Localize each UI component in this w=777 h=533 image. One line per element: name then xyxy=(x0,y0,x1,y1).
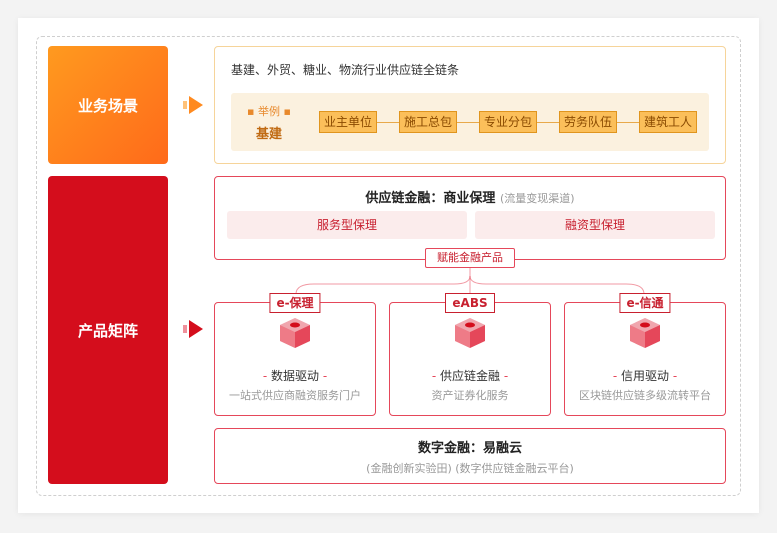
product-name: - 供应链金融 - xyxy=(431,369,509,383)
factoring-box: 供应链金融：商业保理 (流量变现渠道) 服务型保理 融资型保理 xyxy=(214,176,726,260)
product-matrix-label: 产品矩阵 xyxy=(48,176,168,484)
example-small-label: ▪ 举例 ▪ xyxy=(247,105,291,118)
arrow-right-icon xyxy=(183,96,203,114)
factoring-subtitle: (流量变现渠道) xyxy=(499,192,575,205)
cube-icon xyxy=(455,318,485,348)
diagram-frame xyxy=(36,36,741,496)
cloud-subtitle: (金融创新实验田) (数字供应链金融云平台) xyxy=(366,462,574,475)
chain-item: 建筑工人 xyxy=(639,111,698,133)
financing-factoring-pill: 融资型保理 xyxy=(475,211,715,239)
service-factoring-pill: 服务型保理 xyxy=(227,211,467,239)
chain-item: 劳务队伍 xyxy=(559,111,618,133)
business-scenario-text: 业务场景 xyxy=(77,96,138,115)
product-matrix-text: 产品矩阵 xyxy=(77,321,138,340)
product-card-e-factoring: e-保理 - 数据驱动 - 一站式供应商融资服务门户 xyxy=(214,293,376,416)
product-card-e-xintong: e-信通 - 信用驱动 - 区块链供应链多级流转平台 xyxy=(564,293,726,416)
product-name: - 信用驱动 - xyxy=(612,369,678,383)
example-tag: ▪ 举例 ▪ 基建 xyxy=(243,103,295,142)
product-name: - 数据驱动 - xyxy=(262,369,328,383)
digital-finance-cloud-box: 数字金融：易融云 (金融创新实验田) (数字供应链金融云平台) xyxy=(214,428,726,484)
chain-item: 专业分包 xyxy=(479,111,538,133)
cloud-title: 数字金融：易融云 xyxy=(417,441,522,456)
arrow-right-icon xyxy=(183,320,203,338)
business-scenario-title: 基建、外贸、糖业、物流行业供应链全链条 xyxy=(231,63,460,77)
product-description: 区块链供应链多级流转平台 xyxy=(579,389,711,402)
product-tag: e-保理 xyxy=(269,293,321,313)
example-chain-strip: ▪ 举例 ▪ 基建 业主单位 施工总包 专业分包 劳务队伍 建筑工人 xyxy=(231,93,709,151)
cube-icon xyxy=(630,318,660,348)
product-tag: eABS xyxy=(445,293,495,313)
empower-financial-products-label: 赋能金融产品 xyxy=(425,248,515,268)
example-big-label: 基建 xyxy=(255,127,282,142)
product-description: 一站式供应商融资服务门户 xyxy=(229,389,361,402)
cube-icon xyxy=(280,318,310,348)
chain-item: 业主单位 xyxy=(319,111,378,133)
chain-item: 施工总包 xyxy=(399,111,458,133)
business-scenario-label: 业务场景 xyxy=(48,46,168,164)
business-scenario-box: 基建、外贸、糖业、物流行业供应链全链条 ▪ 举例 ▪ 基建 业主单位 施工总包 … xyxy=(214,46,726,164)
product-card-eabs: eABS - 供应链金融 - 资产证券化服务 xyxy=(389,293,551,416)
product-description: 资产证券化服务 xyxy=(431,389,509,402)
product-tag: e-信通 xyxy=(619,293,671,313)
factoring-title: 供应链金融：商业保理 (流量变现渠道) xyxy=(365,191,575,206)
